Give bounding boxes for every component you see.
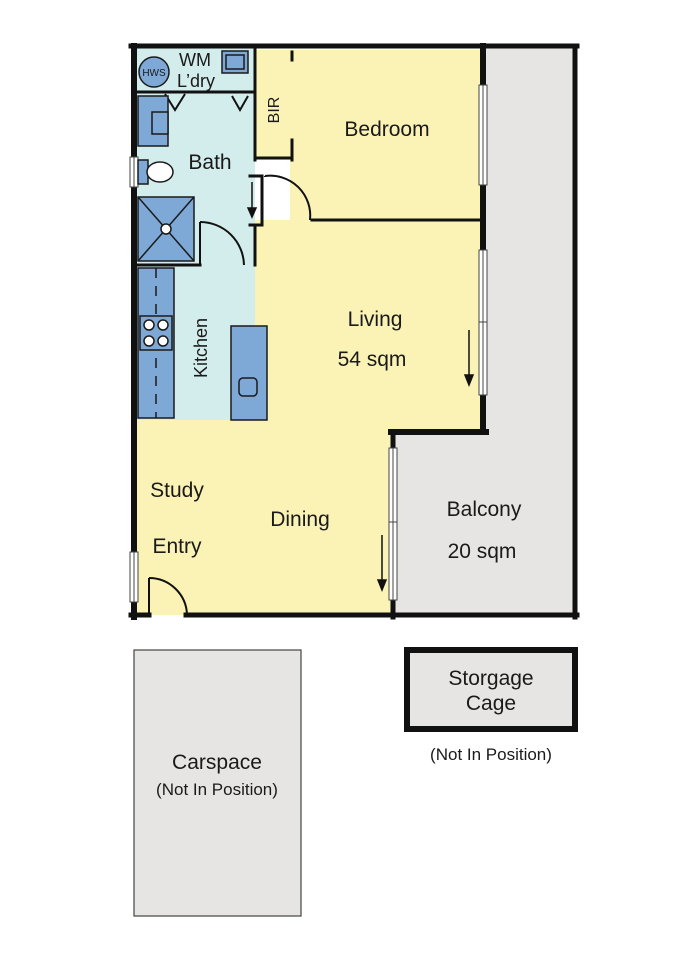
hws-label: HWS: [142, 68, 166, 79]
bedroom-label: Bedroom: [344, 118, 429, 141]
study-label: Study: [150, 479, 204, 502]
walls: [128, 43, 580, 620]
storage-label-line1: Storgage: [448, 667, 533, 690]
doors: [148, 93, 312, 616]
carspace-note: (Not In Position): [156, 780, 278, 799]
fixtures: [137, 50, 268, 421]
sink: [238, 377, 258, 397]
dining-label: Dining: [270, 508, 330, 531]
storage-label-line2: Cage: [466, 692, 516, 715]
kitchen-label: Kitchen: [191, 318, 211, 378]
windows: [129, 84, 488, 603]
laundry-label: L’dry: [177, 71, 215, 91]
storage-cage: [404, 647, 578, 732]
carspace-label: Carspace: [172, 751, 262, 774]
hws-circle: [138, 56, 170, 88]
balcony-label: Balcony: [447, 498, 522, 521]
entry-label: Entry: [152, 535, 202, 558]
storage-note: (Not In Position): [430, 745, 552, 764]
sliding-door-arrows: [246, 182, 475, 593]
bath-label: Bath: [188, 151, 231, 174]
toilet-bowl: [146, 161, 174, 183]
living-label: Living: [348, 308, 403, 331]
wm-label: WM: [179, 50, 211, 70]
living-area-label: 54 sqm: [338, 348, 407, 371]
carspace: [133, 649, 302, 917]
balcony-area-label: 20 sqm: [448, 540, 517, 563]
bir-label: BIR: [266, 97, 283, 124]
kitchen-island: [230, 325, 268, 421]
